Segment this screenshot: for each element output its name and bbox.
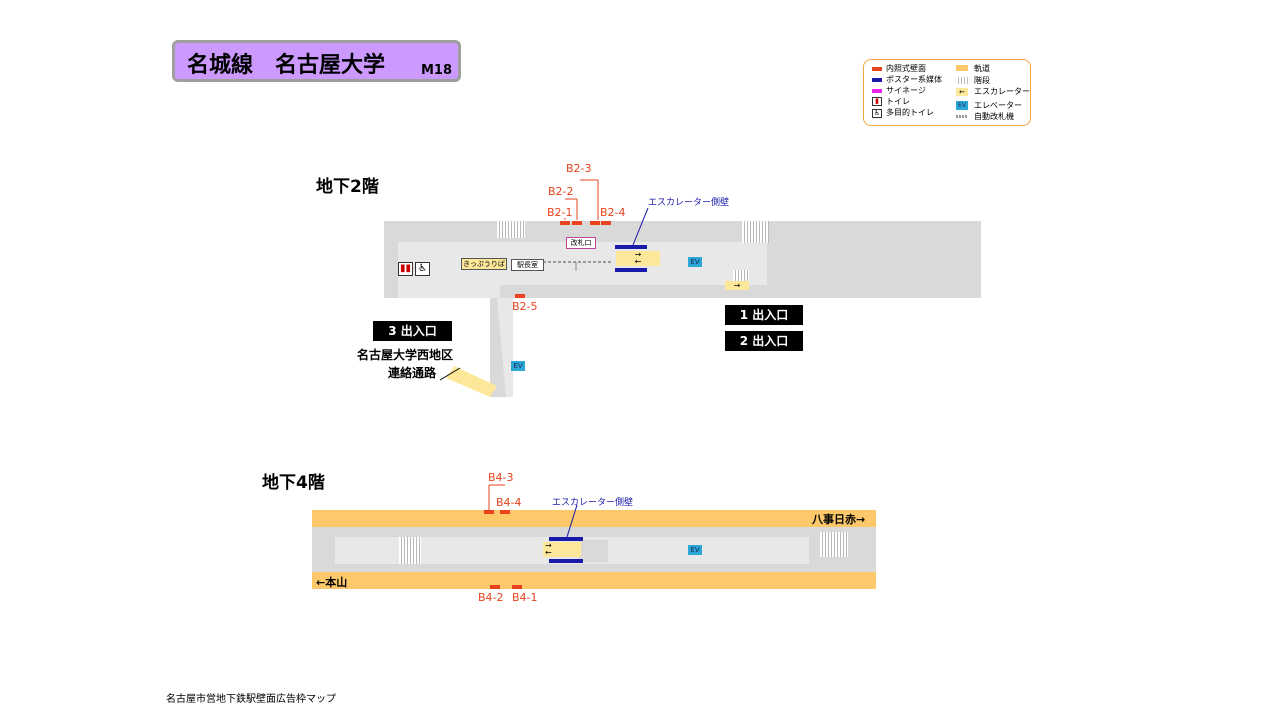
ad-b2-3 [590, 221, 600, 225]
b4-track-bottom [312, 572, 876, 589]
floor-b2-label: 地下2階 [316, 177, 379, 197]
ad-label-b4-2: B4-2 [478, 591, 504, 604]
station-master-label: 駅長室 [511, 259, 544, 271]
ad-b4-4 [500, 510, 510, 514]
legend-label: 軌道 [974, 64, 990, 73]
b4-poster-top [549, 537, 583, 541]
exit-3-label: 3 出入口 [373, 321, 452, 341]
b2-connector-escalator [446, 366, 497, 397]
ad-b4-1 [512, 585, 522, 589]
b2-poster-top [615, 245, 647, 249]
b4-poster-bottom [549, 559, 583, 563]
b4-elevator-icon: EV [688, 545, 702, 555]
b2-stairs-left [497, 221, 525, 238]
ticket-gate-label: 改札口 [566, 237, 596, 249]
track-swatch [956, 65, 968, 71]
direction-yagoto-nisseki: 八事日赤→ [812, 513, 866, 526]
toilet-icon: ▮ [872, 97, 882, 106]
footer-caption: 名古屋市営地下鉄駅壁面広告枠マップ [166, 694, 336, 705]
station-title: 名城線 名古屋大学 [187, 53, 386, 78]
signage-swatch [872, 89, 882, 93]
b2-connector-inner [497, 298, 513, 397]
legend-label: サイネージ [886, 86, 926, 95]
b4-escalator: →← [543, 542, 581, 557]
station-code: M18 [420, 63, 452, 78]
b2-stairs-right [742, 221, 769, 243]
b4-escalator-note: エスカレーター側壁 [552, 498, 634, 508]
legend-label: エレベーター [974, 101, 1022, 110]
b4-stairs-right [820, 532, 848, 557]
b2-poster-bottom [615, 268, 647, 272]
legend-label: 階段 [974, 76, 990, 85]
exit-2-label: 2 出入口 [725, 331, 803, 351]
b4-stairs-left [399, 537, 421, 564]
legend-label: 多目的トイレ [886, 108, 934, 117]
ad-b4-2 [490, 585, 500, 589]
ad-b4-3 [484, 510, 494, 514]
legend: 内照式壁面 ポスター系媒体 サイネージ ▮ トイレ ♿ 多目的トイレ 軌道 階段… [863, 59, 1031, 126]
legend-label: トイレ [886, 97, 910, 106]
ad-label-b2-1: B2-1 [547, 206, 573, 219]
legend-label: 自動改札機 [974, 112, 1014, 121]
ad-b2-5 [515, 294, 525, 298]
b2-escalator-note: エスカレーター側壁 [648, 198, 730, 208]
ad-b2-1 [560, 221, 570, 225]
accessible-toilet-icon: ♿ [872, 109, 882, 118]
legend-label: 内照式壁面 [886, 64, 926, 73]
ad-b2-4 [601, 221, 611, 225]
toilet-icon: ▮▮ [398, 262, 413, 276]
poster-swatch [872, 78, 882, 82]
elevator-icon: EV [956, 101, 968, 110]
stairs-icon [956, 77, 968, 84]
b2-concourse-inner-2 [398, 272, 640, 298]
ad-label-b2-4: B2-4 [600, 206, 626, 219]
legend-label: エスカレーター [974, 87, 1030, 96]
accessible-toilet-icon: ♿ [415, 262, 430, 276]
wall-ad-swatch [872, 67, 882, 71]
b4-track-top [312, 510, 876, 527]
b2-concourse-inner [398, 242, 767, 285]
ad-label-b4-4: B4-4 [496, 496, 522, 509]
floor-b4-label: 地下4階 [262, 473, 325, 493]
ticket-gate-icon [956, 115, 968, 118]
b2-connector-elevator-icon: EV [511, 361, 525, 371]
b2-escalator: →← [616, 251, 660, 266]
station-title-box: 名城線 名古屋大学 M18 [172, 40, 461, 82]
connector-label-line1: 名古屋大学西地区 [357, 348, 454, 362]
direction-motoyama: ←本山 [316, 576, 348, 589]
ticket-office-label: きっぷうりば [461, 258, 507, 270]
b2-escalator-exit: → [725, 281, 749, 290]
legend-label: ポスター系媒体 [886, 75, 942, 84]
b2-elevator-icon: EV [688, 257, 702, 267]
b2-stairs-exit [733, 270, 749, 281]
ad-label-b2-5: B2-5 [512, 300, 538, 313]
ad-label-b2-3: B2-3 [566, 162, 592, 175]
b4-escalator-well [578, 540, 608, 562]
escalator-icon: ← [956, 88, 968, 96]
ad-b2-2 [572, 221, 582, 225]
exit-1-label: 1 出入口 [725, 305, 803, 325]
ad-label-b2-2: B2-2 [548, 185, 574, 198]
ad-label-b4-3: B4-3 [488, 471, 514, 484]
ad-label-b4-1: B4-1 [512, 591, 538, 604]
connector-label-line2: 連絡通路 [388, 366, 437, 380]
